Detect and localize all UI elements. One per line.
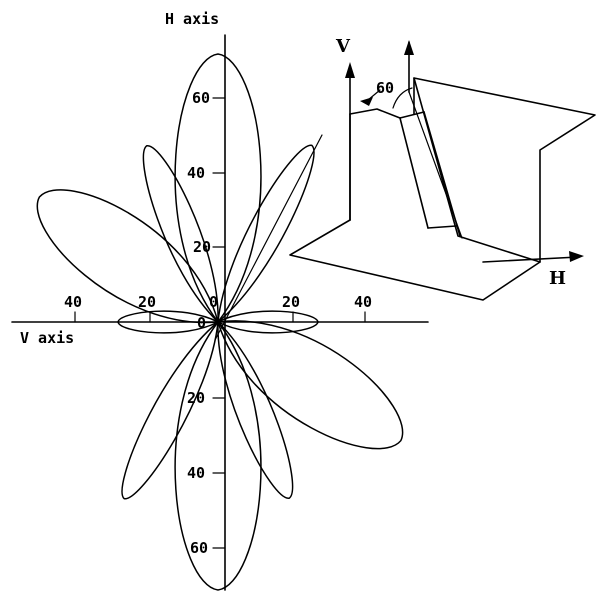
floor-plate [289, 219, 541, 301]
v-axis-tick-marks [74, 311, 366, 323]
v-tick-label-left-20: 20 [138, 293, 156, 311]
polar-plot: H axis V axis 60 40 20 0 20 40 60 40 20 … [11, 10, 429, 591]
h-axis-label: H axis [165, 10, 219, 28]
v-axis-label: V axis [20, 329, 74, 347]
angle-arrow-head [360, 97, 373, 106]
h-tick-label-bottom-40: 40 [187, 464, 205, 482]
angle-pointer [367, 89, 381, 101]
v-tick-label-left-40: 40 [64, 293, 82, 311]
h-arrow-head [569, 251, 584, 262]
lobe-upper-right-narrow [217, 144, 315, 324]
v-arrow-head [345, 62, 355, 78]
block-bottom-edge [427, 225, 457, 229]
inset-h-label: H [549, 268, 566, 289]
reference-arrow-head [404, 40, 414, 55]
h-tick-label-zero: 0 [197, 314, 206, 332]
lobe-top [174, 53, 262, 324]
angle-arc [392, 87, 413, 109]
inset-v-label: V [335, 36, 351, 57]
angle-direction-line [214, 134, 323, 341]
v-tick-label-zero: 0 [209, 293, 218, 311]
radiation-lobes [36, 53, 404, 591]
v-tick-label-right-20: 20 [282, 293, 300, 311]
slope-line [408, 91, 463, 239]
lobe-lower-left-narrow [121, 320, 219, 500]
h-arrow-line [482, 256, 579, 263]
lobe-left-small [117, 310, 220, 334]
h-tick-label-top-60: 60 [192, 89, 210, 107]
h-axis-tick-marks [212, 97, 226, 549]
block-front-edge [399, 117, 429, 229]
lobe-upper-left-narrow [142, 145, 219, 324]
lobe-lower-right-narrow [217, 320, 294, 499]
v-tick-label-right-40: 40 [354, 293, 372, 311]
h-tick-label-top-20: 20 [193, 238, 211, 256]
inset-3d-geometry: V H 60 [289, 36, 596, 301]
block-top-edge [349, 108, 425, 119]
inset-angle-label: 60 [376, 79, 394, 97]
h-tick-label-bottom-20: 20 [187, 389, 205, 407]
lobe-bottom [174, 320, 262, 591]
lobe-upper-left [36, 189, 219, 324]
lobe-right-small [216, 310, 319, 334]
h-tick-label-top-40: 40 [187, 164, 205, 182]
h-tick-label-bottom-60: 60 [190, 539, 208, 557]
lobe-lower-right [217, 320, 404, 450]
back-plate [413, 77, 596, 263]
